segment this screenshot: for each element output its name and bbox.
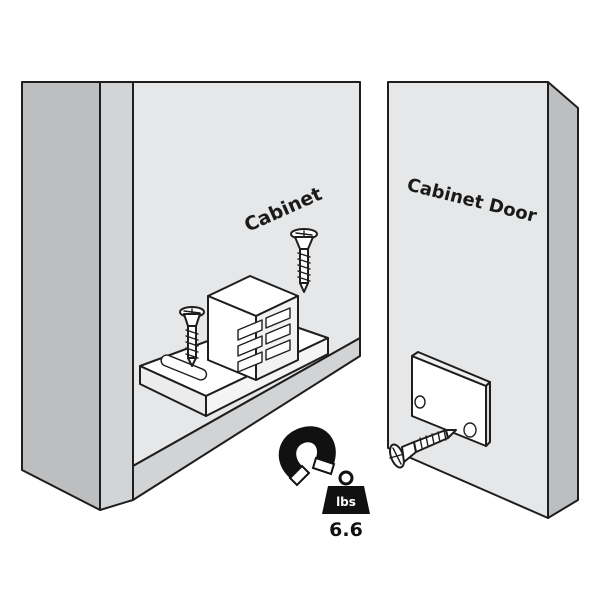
strike-plate-hole bbox=[414, 395, 426, 409]
cabinet-shelf-edge bbox=[132, 337, 361, 501]
catch-magnet-cells bbox=[237, 307, 291, 373]
cabinet-front-edge bbox=[99, 81, 134, 511]
screw-icon bbox=[179, 306, 205, 367]
magnetic-catch bbox=[139, 275, 329, 417]
strike-plate-hole bbox=[463, 422, 477, 438]
weight-unit-label: lbs bbox=[336, 495, 356, 509]
strike-plate bbox=[411, 351, 491, 447]
catch-block bbox=[207, 275, 299, 381]
cabinet-side-face bbox=[21, 81, 101, 511]
door-edge bbox=[547, 81, 579, 519]
screw-icon bbox=[389, 429, 457, 469]
magnet-icon bbox=[278, 426, 336, 487]
weight-icon: lbs bbox=[322, 470, 370, 514]
pull-strength-value: 6.6 bbox=[329, 519, 363, 541]
screw-icon bbox=[290, 228, 318, 293]
cabinet-panel bbox=[21, 81, 361, 511]
